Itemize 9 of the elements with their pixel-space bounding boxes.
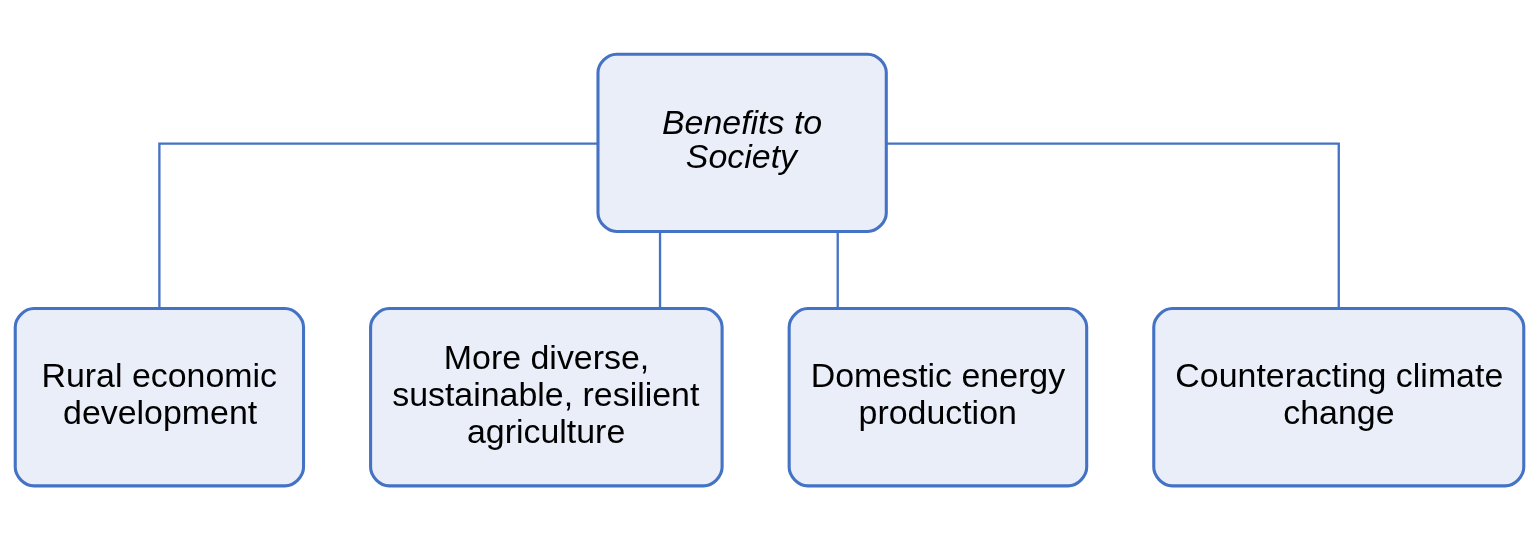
node-box: Rural economic development [13, 306, 306, 487]
node-box: Benefits to Society [596, 52, 888, 233]
connector [158, 141, 598, 308]
connector [886, 141, 1340, 308]
node-box: More diverse, sustainable, resilient agriculture [369, 306, 724, 487]
node-box: Domestic energy production [787, 306, 1089, 487]
node-box: Counteracting climate change [1152, 306, 1526, 487]
connector [658, 231, 662, 308]
connector [836, 231, 839, 308]
